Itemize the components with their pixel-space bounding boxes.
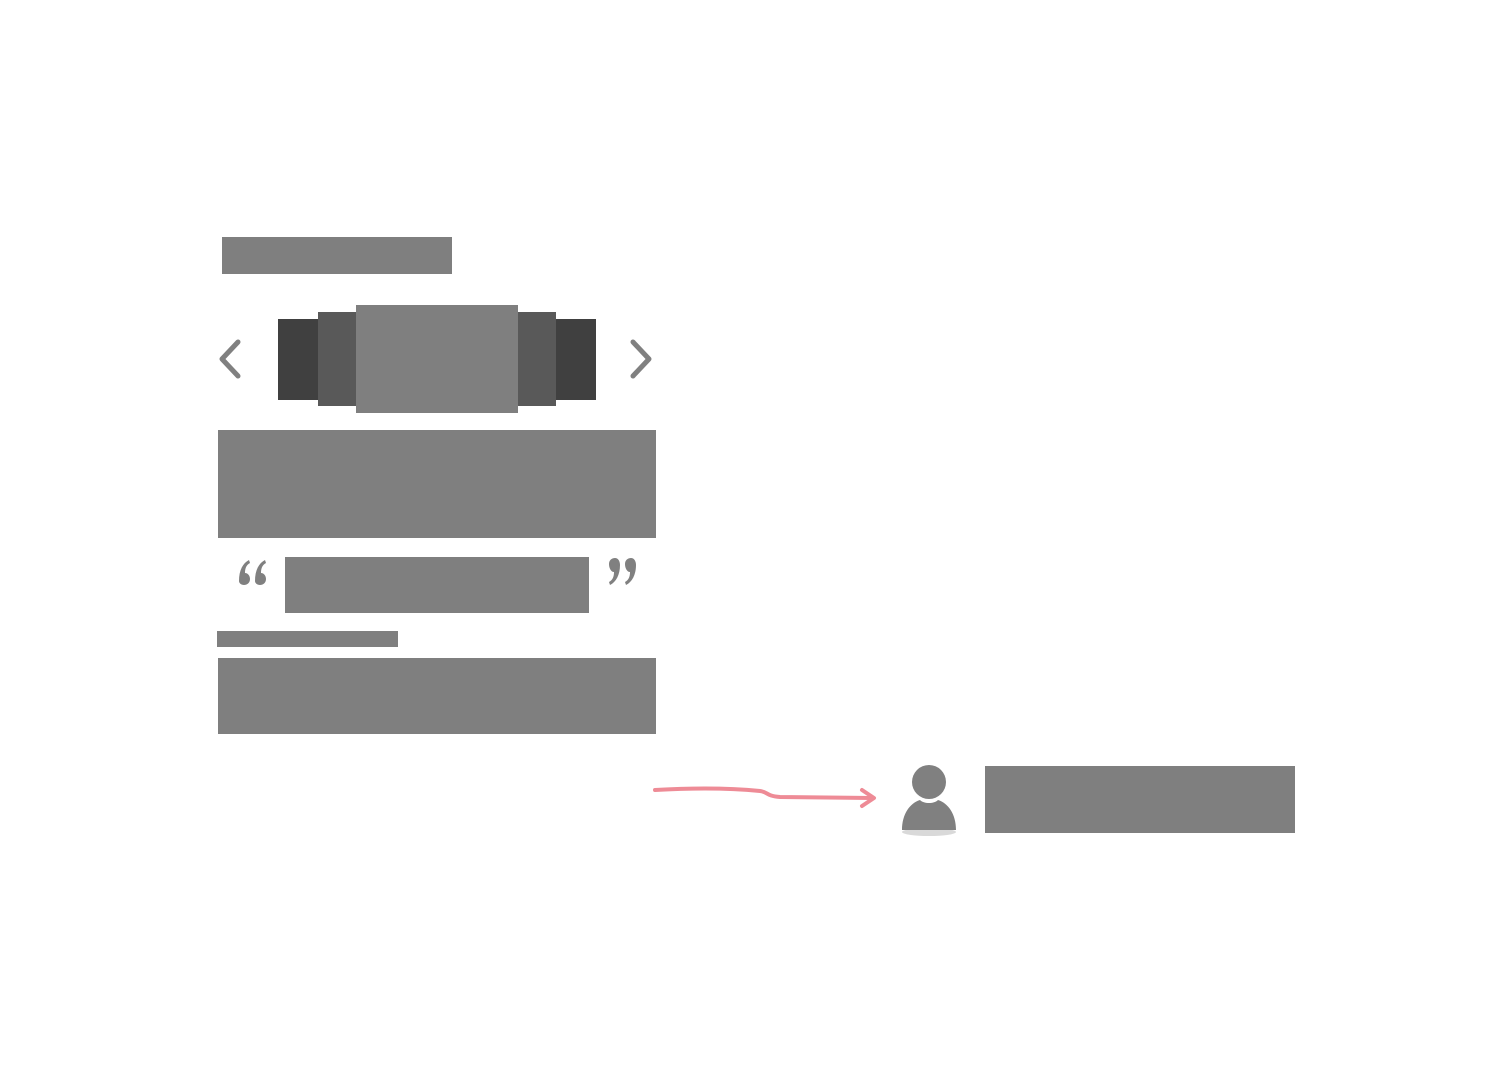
chevron-right-icon[interactable] <box>625 334 659 384</box>
open-quote-icon <box>239 560 266 585</box>
arrow-right-icon <box>653 786 876 808</box>
user-name-placeholder <box>985 766 1295 833</box>
content-placeholder <box>218 430 656 538</box>
close-quote-icon <box>609 558 636 585</box>
description-placeholder <box>218 658 656 734</box>
caption-placeholder <box>217 631 398 647</box>
quote-text-placeholder <box>285 557 589 613</box>
carousel-slide-5[interactable] <box>553 319 596 400</box>
chevron-left-icon[interactable] <box>212 334 246 384</box>
carousel-slide-2[interactable] <box>318 312 358 406</box>
carousel-slide-active[interactable] <box>356 305 518 413</box>
user-icon <box>902 765 956 836</box>
carousel-slide-1[interactable] <box>278 319 320 400</box>
carousel-slide-4[interactable] <box>515 312 556 406</box>
title-placeholder <box>222 237 452 274</box>
